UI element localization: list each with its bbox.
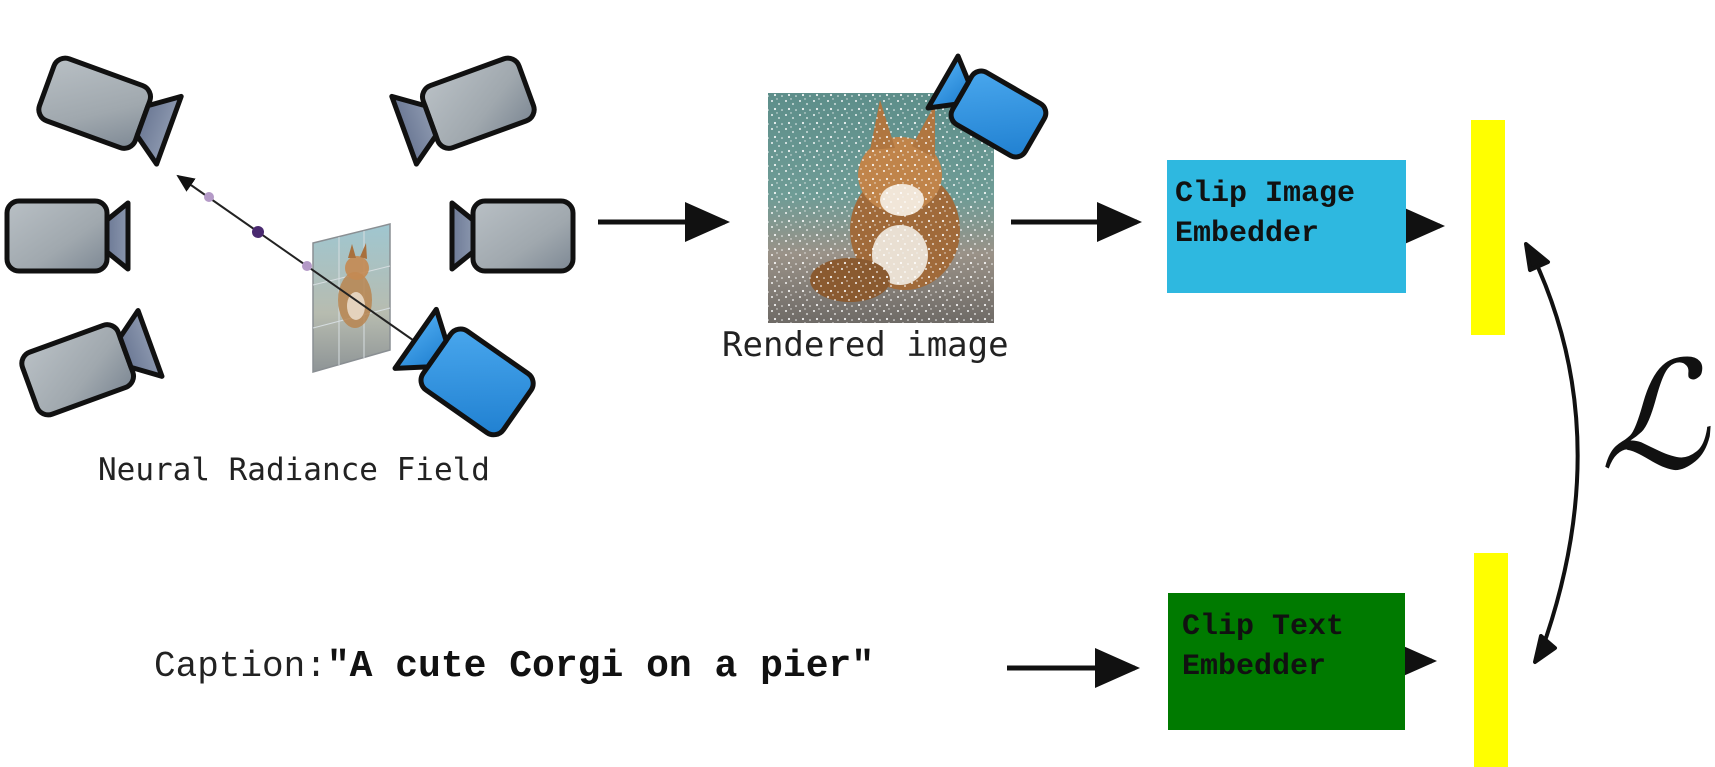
camera-icon [449,198,576,274]
camera-icon [36,55,184,167]
nerf-label: Neural Radiance Field [98,452,490,488]
clip-image-embedder-line2: Embedder [1175,217,1320,251]
text-embedding-bar [1474,553,1508,767]
loss-arrowhead-bottom [1533,634,1557,664]
camera-ray [176,174,421,346]
clip-text-embedder-box: Clip Text Embedder [1168,593,1405,730]
clip-text-embedder-line1: Clip Text [1182,610,1345,644]
camera-icon [925,53,1049,160]
camera-icon [19,308,165,418]
clip-text-embedder-line2: Embedder [1182,650,1327,684]
rendered-image-label: Rendered image [722,325,1009,365]
rendered-image [768,93,994,323]
loss-arrowhead-top [1524,242,1550,272]
loss-curve-arrow [1528,249,1580,656]
camera-icon [389,55,537,167]
camera-icon [392,306,536,438]
caption-text: "A cute Corgi on a pier" [326,645,875,688]
camera-icon [4,198,131,274]
caption: Caption:"A cute Corgi on a pier" [154,645,874,688]
clip-image-embedder-line1: Clip Image [1175,177,1356,211]
clip-image-embedder-box: Clip Image Embedder [1167,160,1406,293]
image-embedding-bar [1471,120,1505,335]
loss-symbol: ℒ [1600,330,1709,504]
caption-prefix: Caption: [154,646,327,687]
